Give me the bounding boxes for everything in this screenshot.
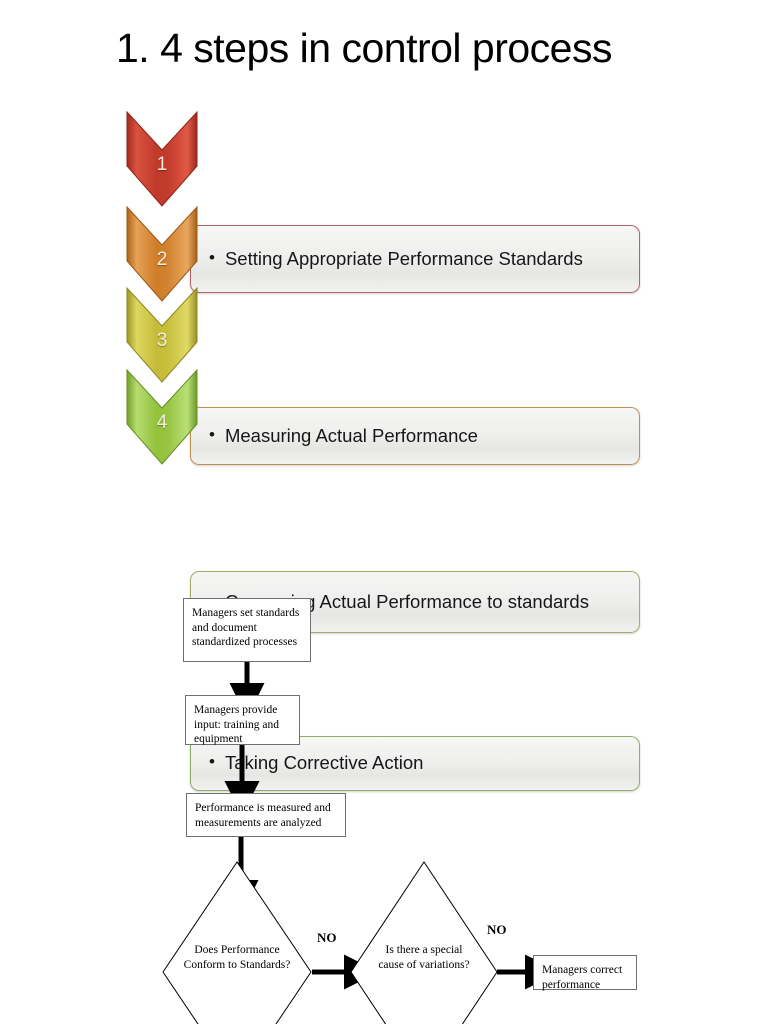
step-label-1: Setting Appropriate Performance Standard…: [224, 247, 583, 269]
step-label-3: Comparing Actual Performance to standard…: [224, 590, 589, 612]
flow-box-provide-input[interactable]: Managers provide input: training and equ…: [185, 695, 300, 745]
chevron-shape-3: [125, 286, 199, 384]
decision-label-special-cause: Is there a special cause of variations?: [378, 944, 470, 971]
bullet-icon: •: [209, 752, 215, 772]
step-text-box-1[interactable]: • Setting Appropriate Performance Standa…: [190, 225, 640, 293]
bullet-icon: •: [209, 247, 215, 267]
edge-label-no-1: NO: [317, 930, 337, 945]
decision-diamond-conform: [162, 861, 312, 1024]
edge-label-no-2: NO: [487, 922, 507, 937]
flowchart-connectors: [162, 662, 560, 1024]
page-title: 1. 4 steps in control process: [116, 25, 612, 71]
bullet-icon: •: [209, 424, 215, 444]
step-label-4: Taking Corrective Action: [224, 752, 424, 774]
chevron-shape-2: [125, 205, 199, 303]
control-process-flowchart: Managers set standards and document stan…: [0, 560, 768, 1024]
step-text-box-4[interactable]: • Taking Corrective Action: [190, 736, 640, 791]
step-text-box-2[interactable]: • Measuring Actual Performance: [190, 407, 640, 465]
decision-diamond-special-cause: [350, 861, 498, 1024]
step-label-2: Measuring Actual Performance: [224, 424, 478, 446]
step-text-box-3[interactable]: • Comparing Actual Performance to standa…: [190, 571, 640, 633]
flow-box-set-standards[interactable]: Managers set standards and document stan…: [183, 598, 311, 662]
process-steps-group: 1 • Setting Appropriate Performance Stan…: [0, 0, 768, 791]
decision-label-conform: Does Performance Conform to Standards?: [183, 944, 291, 971]
chevron-shape-1: [125, 110, 199, 208]
flow-box-correct-performance[interactable]: Managers correct performance: [533, 955, 637, 991]
flow-box-measure-performance[interactable]: Performance is measured and measurements…: [186, 793, 346, 837]
chevron-shape-4: [125, 368, 199, 466]
